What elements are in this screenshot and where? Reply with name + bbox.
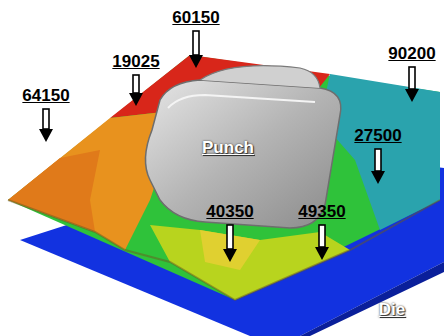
pointer-arrow: [405, 67, 419, 102]
arrow-head: [39, 129, 53, 142]
arrow-head: [315, 247, 329, 260]
blank-zone-orange-dark: [8, 150, 100, 232]
callout-number: 60150: [172, 8, 219, 28]
arrow-shaft: [43, 109, 49, 129]
arrow-head: [371, 171, 385, 184]
callout-number: 64150: [22, 86, 69, 106]
arrow-shaft: [409, 67, 415, 89]
arrow-head: [189, 55, 203, 68]
pointer-arrow: [189, 31, 203, 68]
arrow-shaft: [193, 31, 199, 55]
pointer-arrow: [129, 75, 143, 106]
callout-number: 49350: [298, 202, 345, 222]
pointer-arrow: [315, 225, 329, 260]
arrow-shaft: [375, 149, 381, 171]
arrow-head: [405, 89, 419, 102]
pointer-arrow: [371, 149, 385, 184]
blank-edge: [8, 200, 440, 300]
arrow-head: [223, 249, 237, 262]
arrow-shaft: [227, 225, 233, 249]
part-name: Punch: [202, 138, 254, 158]
blank-sheet: [8, 55, 440, 300]
punch-flange: [200, 66, 320, 88]
arrow-head: [129, 93, 143, 106]
callout-number: 40350: [206, 202, 253, 222]
arrow-shaft: [319, 225, 325, 247]
punch-highlight: [168, 95, 315, 108]
callout-number: 27500: [354, 126, 401, 146]
callout-number: 90200: [388, 44, 435, 64]
callout-number: 19025: [112, 52, 159, 72]
pointer-arrow: [39, 109, 53, 142]
pointer-arrow: [223, 225, 237, 262]
arrow-shaft: [133, 75, 139, 93]
part-name: Die: [379, 300, 405, 320]
